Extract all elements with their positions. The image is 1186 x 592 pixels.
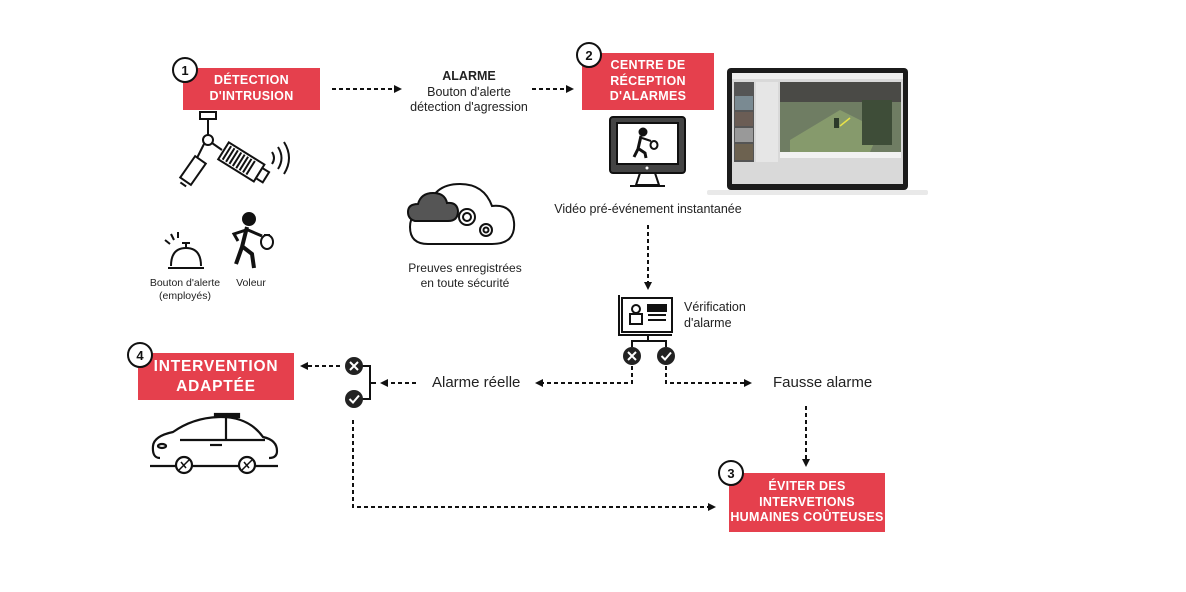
verification-label: Vérification d'alarme [684,300,746,331]
false-alarm-label: Fausse alarme [773,374,873,391]
cloud-line2: en toute sécurité [420,276,510,290]
verification-cross-icon [623,347,641,365]
alarm-line2: détection d'agression [410,100,528,115]
cloud-caption: Preuves enregistrées en toute sécurité [395,261,535,291]
verification-line2: d'alarme [684,315,732,330]
step2-center-box: CENTRE DE RÉCEPTION D'ALARMES [582,53,714,110]
step2-line1: CENTRE DE [610,58,686,73]
cloud-line1: Preuves enregistrées [408,261,522,275]
panic-button-line2: (employés) [159,290,211,303]
alarm-title: ALARME [442,69,496,83]
step1-number: 1 [172,57,198,83]
check-icon [345,390,363,408]
alarm-label: ALARME Bouton d'alerte détection d'agres… [404,69,534,116]
step3-avoid-box: ÉVITER DES INTERVETIONS HUMAINES COÛTEUS… [729,473,885,532]
id-card-icon [618,295,673,347]
thief-label: Voleur [236,277,266,289]
monitor-icon [609,116,686,187]
alarm-line1: Bouton d'alerte [427,84,511,99]
step3-number: 3 [718,460,744,486]
real-alarm-label: Alarme réelle [432,374,521,391]
arrow-check-to-avoid [352,420,716,511]
panic-button-label: Bouton d'alerte (employés) [140,277,230,303]
step1-line2: D'INTRUSION [209,89,294,103]
arrow-to-false-alarm [665,366,752,387]
step3-line2: INTERVETIONS [759,494,855,509]
step2-line2: RÉCEPTION [610,73,686,88]
step1-detection-box: DÉTECTION D'INTRUSION [183,68,320,110]
step4-intervention-box: INTERVENTION ADAPTÉE [138,353,294,400]
step4-line2: ADAPTÉE [176,377,256,395]
decision-bracket [362,365,376,400]
panic-button-line1: Bouton d'alerte [149,277,221,289]
cross-icon [345,357,363,375]
step1-line1: DÉTECTION [214,73,289,88]
step3-line3: HUMAINES COÛTEUSES [730,510,884,525]
step3-line1: ÉVITER DES [768,479,846,494]
step2-line3: D'ALARMES [609,89,687,104]
video-caption: Vidéo pré-événement instantanée [554,202,742,216]
step2-number: 2 [576,42,602,68]
step4-number: 4 [127,342,153,368]
cloud-gears-icon [406,182,516,245]
verification-line1: Vérification [684,300,746,314]
bell-icon [164,232,204,269]
verification-check-icon [657,347,675,365]
camera-icon [178,111,290,188]
arrow-to-real-alarm [535,366,633,387]
step4-line1: INTERVENTION [153,358,279,376]
thief-icon [231,212,274,269]
laptop-icon [707,68,928,195]
car-icon [150,412,279,475]
